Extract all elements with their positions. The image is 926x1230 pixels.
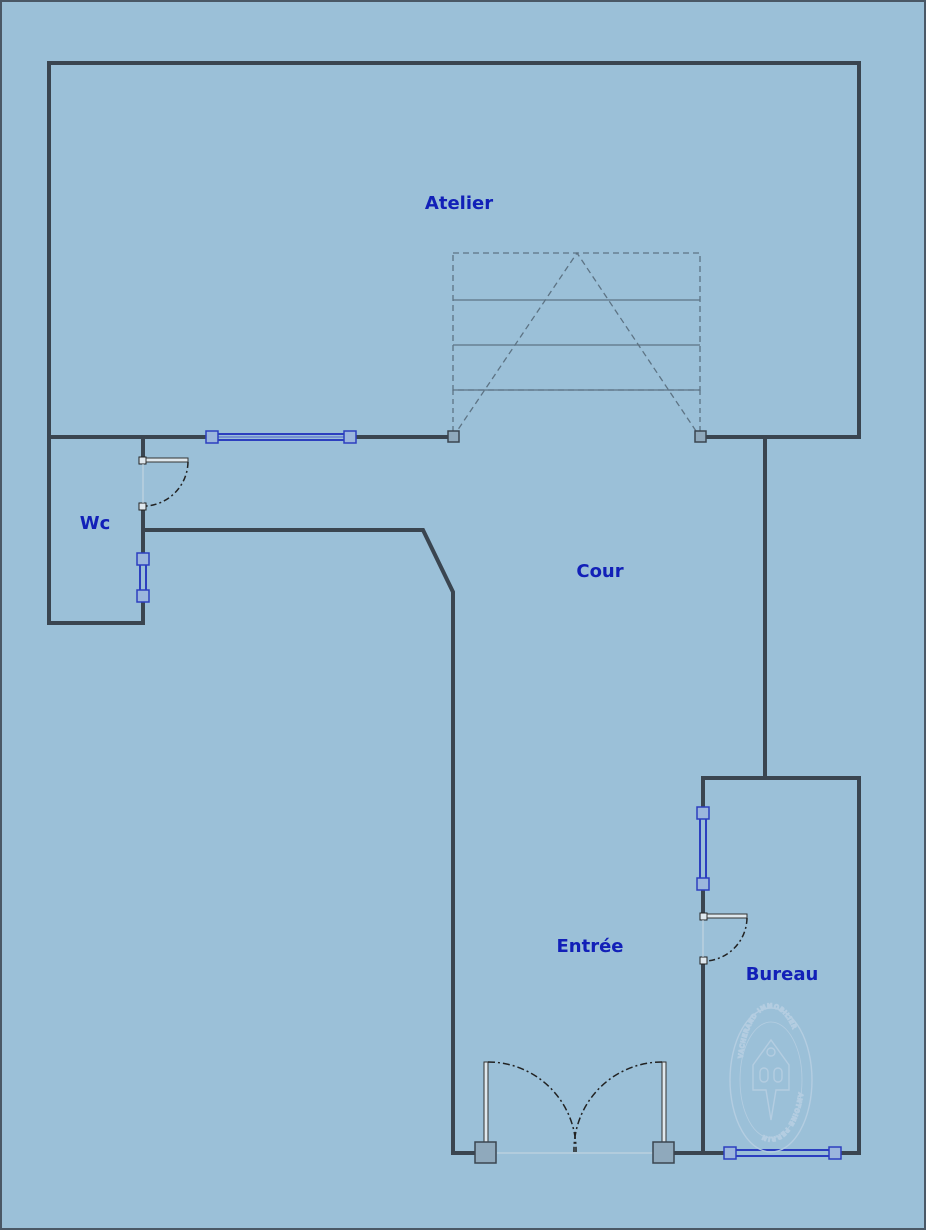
room-label-atelier: Atelier: [425, 193, 493, 214]
window-atelier-right: [343, 430, 357, 444]
wall-corridor: [143, 528, 485, 1155]
window-south-right: [828, 1146, 842, 1160]
room-label-entree: Entrée: [556, 936, 623, 957]
door-entree-leaf-right: [661, 1061, 667, 1154]
house-icon: [752, 1038, 790, 1121]
door-entree-leaf-left: [483, 1061, 489, 1154]
door-entree-post-left: [474, 1141, 497, 1164]
room-label-cour: Cour: [576, 561, 623, 582]
door-wc-frame-bottom: [138, 502, 147, 511]
door-entree-post-right: [652, 1141, 675, 1164]
window-south-left: [723, 1146, 737, 1160]
stair-post-right: [694, 430, 707, 443]
window-bureau-bottom: [696, 877, 710, 891]
window-bureau-top: [696, 806, 710, 820]
window-atelier-left: [205, 430, 219, 444]
door-bureau-frame-top: [699, 912, 708, 921]
door-wc-leaf: [145, 457, 189, 463]
window-wc-bottom: [136, 589, 150, 603]
walls: [47, 61, 861, 1155]
wall-wc: [47, 437, 145, 625]
window-wc-top: [136, 552, 150, 566]
door-wc-frame-top: [138, 456, 147, 465]
wall-atelier: [47, 61, 861, 439]
stair-post-left: [447, 430, 460, 443]
staircase: [447, 251, 707, 443]
wall-bureau: [701, 776, 861, 1155]
room-label-wc: Wc: [80, 513, 111, 534]
doors: [138, 456, 748, 1164]
windows: [136, 430, 842, 1160]
door-bureau-frame-bottom: [699, 956, 708, 965]
room-label-bureau: Bureau: [746, 964, 819, 985]
door-bureau-leaf: [706, 913, 748, 919]
agency-stamp: VACHERAND IMMOBILIER ANTOINE PERRIN: [729, 1002, 813, 1153]
